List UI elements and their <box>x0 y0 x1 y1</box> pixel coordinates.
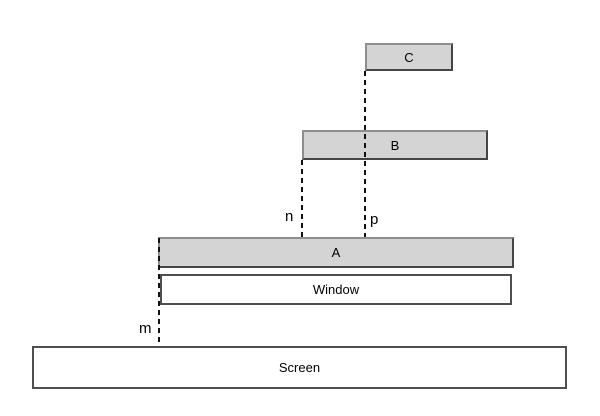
dashed-line-p <box>364 71 366 237</box>
dashed-line-m <box>158 238 160 345</box>
box-c: C <box>365 43 453 71</box>
box-screen: Screen <box>32 346 567 389</box>
box-a: A <box>158 237 514 268</box>
marker-label-n: n <box>285 208 294 225</box>
box-c-label: C <box>404 49 414 65</box>
marker-label-p: p <box>370 211 379 228</box>
box-b: B <box>302 130 488 160</box>
box-b-label: B <box>390 137 400 153</box>
box-window-label: Window <box>312 282 360 297</box>
marker-label-m: m <box>139 320 152 337</box>
box-screen-label: Screen <box>278 360 321 375</box>
dashed-line-n <box>301 160 303 237</box>
box-window: Window <box>160 274 512 305</box>
box-a-label: A <box>331 245 341 260</box>
